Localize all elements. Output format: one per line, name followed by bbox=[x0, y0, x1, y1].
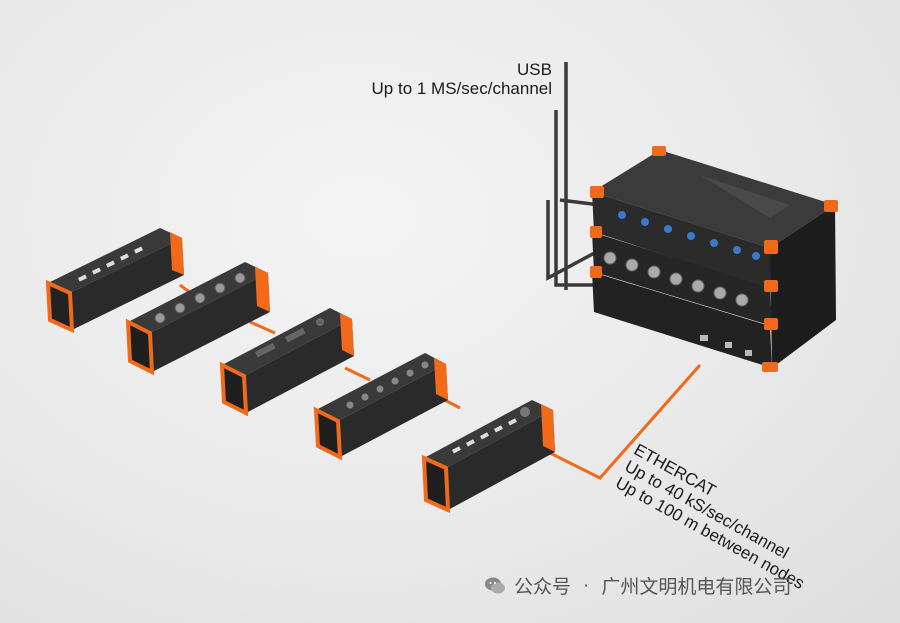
ethercat-module-4 bbox=[313, 353, 448, 461]
ethercat-module-1 bbox=[45, 228, 184, 334]
usb-rate: Up to 1 MS/sec/channel bbox=[371, 79, 552, 98]
watermark-name: 广州文明机电有限公司 bbox=[601, 577, 792, 598]
watermark-prefix: 公众号 bbox=[514, 577, 572, 598]
ethercat-module-3 bbox=[219, 308, 354, 417]
main-daq-unit bbox=[590, 146, 838, 372]
ethercat-module-2 bbox=[125, 262, 270, 376]
usb-label: USB Up to 1 MS/sec/channel bbox=[372, 60, 552, 98]
watermark: 公众号 · 广州文明机电有限公司 bbox=[484, 572, 791, 599]
usb-title: USB bbox=[517, 60, 552, 79]
ethercat-module-5 bbox=[421, 400, 555, 514]
usb-cables bbox=[546, 62, 601, 290]
wechat-icon bbox=[485, 577, 505, 593]
watermark-separator: · bbox=[583, 574, 590, 596]
